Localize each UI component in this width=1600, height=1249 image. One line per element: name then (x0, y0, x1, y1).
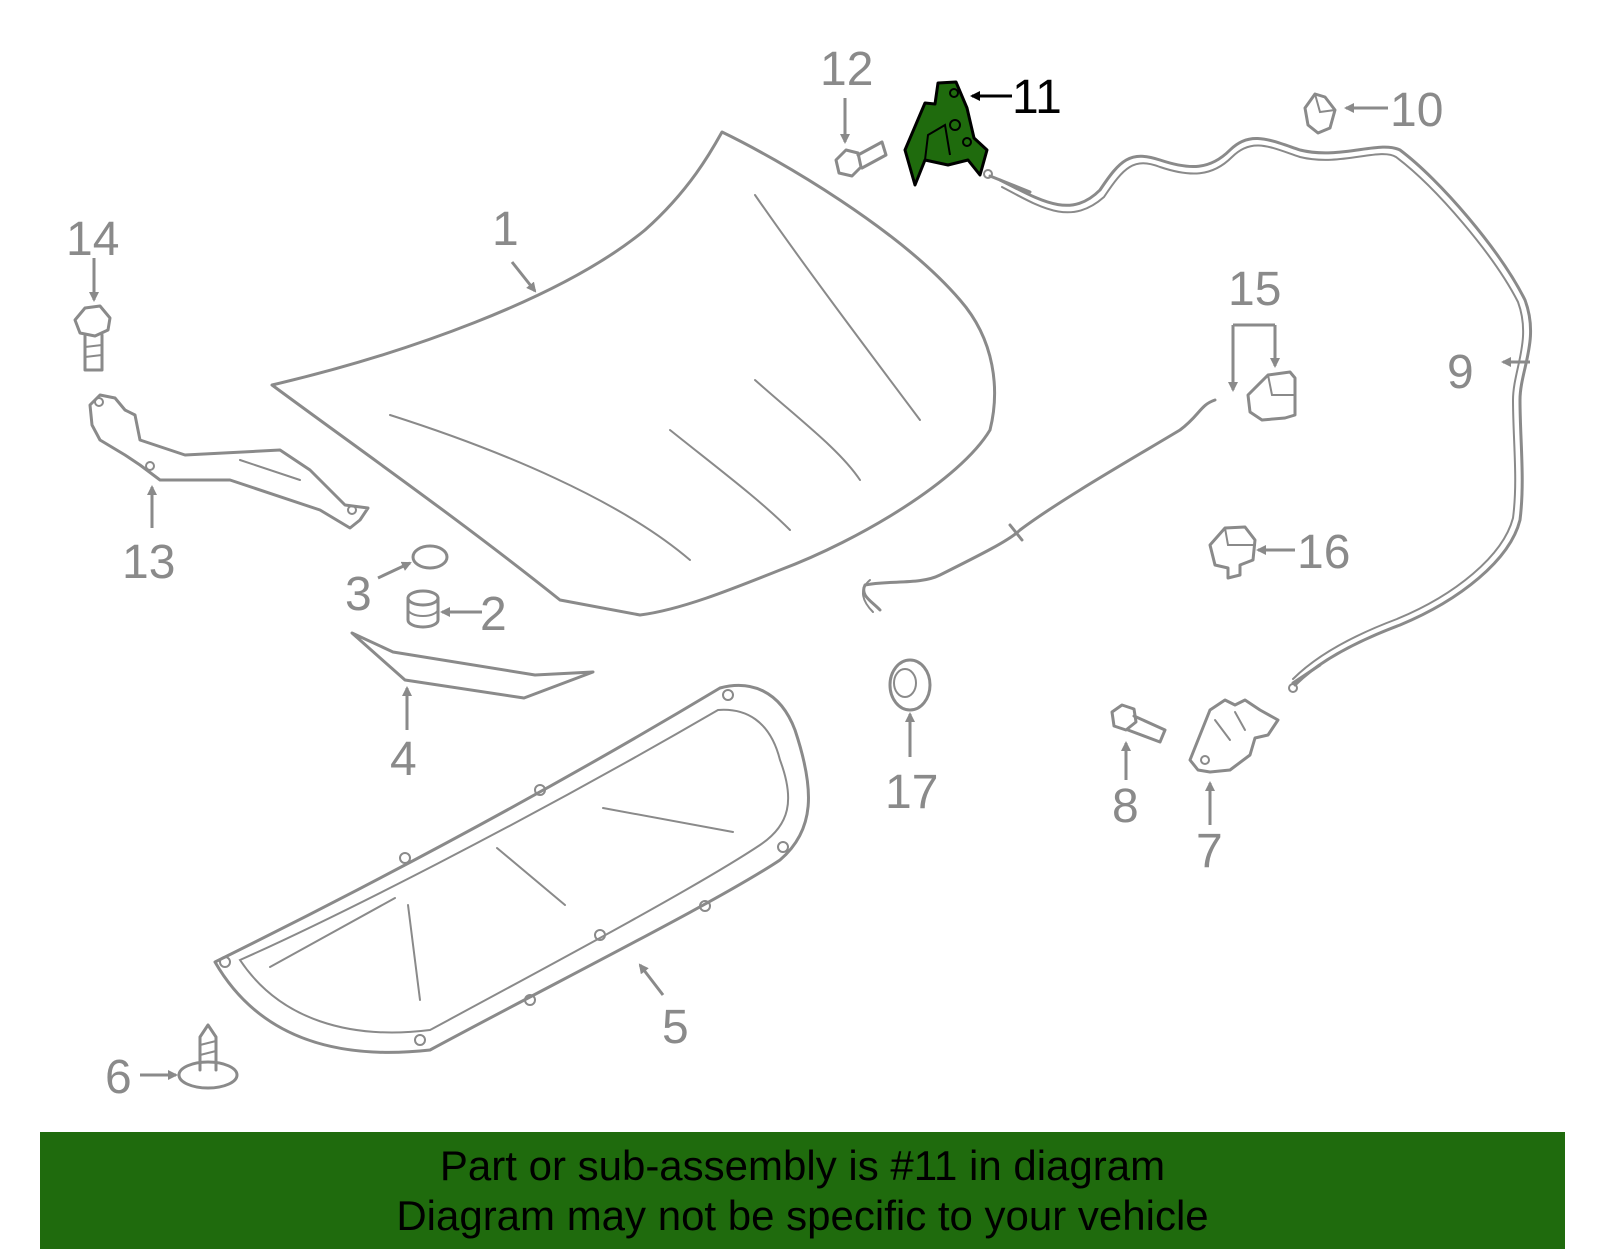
part-17-grommet[interactable]: 17 (885, 658, 938, 819)
callout-9: 9 (1447, 346, 1474, 399)
callout-13: 13 (122, 536, 175, 589)
callout-15: 15 (1228, 263, 1281, 316)
callout-1: 1 (492, 203, 519, 256)
part-3-washer[interactable]: 3 (345, 544, 449, 621)
callout-2: 2 (480, 588, 507, 641)
callout-4: 4 (390, 733, 417, 786)
callout-16: 16 (1297, 526, 1350, 579)
part-12-bolt[interactable]: 12 (820, 43, 888, 178)
part-1-hood[interactable]: 1 (270, 130, 997, 617)
footer-line-1: Part or sub-assembly is #11 in diagram (439, 1141, 1166, 1189)
part-16-bumper[interactable]: 16 (1208, 525, 1350, 580)
part-9-release-cable[interactable]: 9 (983, 136, 1533, 693)
footer-line-2: Diagram may not be specific to your vehi… (396, 1191, 1209, 1239)
part-14-bolt[interactable]: 14 (66, 213, 119, 372)
part-4-seal[interactable]: 4 (350, 631, 595, 786)
part-2-bumper[interactable]: 2 (406, 588, 507, 641)
callout-11: 11 (1012, 71, 1062, 124)
part-5-insulator[interactable]: 5 (213, 683, 810, 1054)
part-13-hinge[interactable]: 13 (88, 393, 370, 589)
callout-17: 17 (885, 766, 938, 819)
part-7-latch[interactable]: 7 (1188, 698, 1280, 878)
part-11-bracket-highlighted[interactable]: 11 (903, 71, 1062, 187)
callout-10: 10 (1390, 84, 1443, 137)
callout-5: 5 (662, 1001, 689, 1054)
callout-8: 8 (1112, 780, 1139, 833)
part-15-support-rod[interactable]: 15 (862, 263, 1297, 613)
callout-6: 6 (105, 1051, 132, 1104)
callout-7: 7 (1196, 825, 1223, 878)
part-6-clip[interactable]: 6 (105, 1023, 239, 1104)
part-10-cable-clip[interactable]: 10 (1303, 84, 1443, 137)
callout-3: 3 (345, 568, 372, 621)
footer-banner: Part or sub-assembly is #11 in diagram D… (40, 1132, 1565, 1249)
part-8-bolt[interactable]: 8 (1110, 703, 1167, 833)
callout-12: 12 (820, 43, 873, 96)
callout-14: 14 (66, 213, 119, 266)
